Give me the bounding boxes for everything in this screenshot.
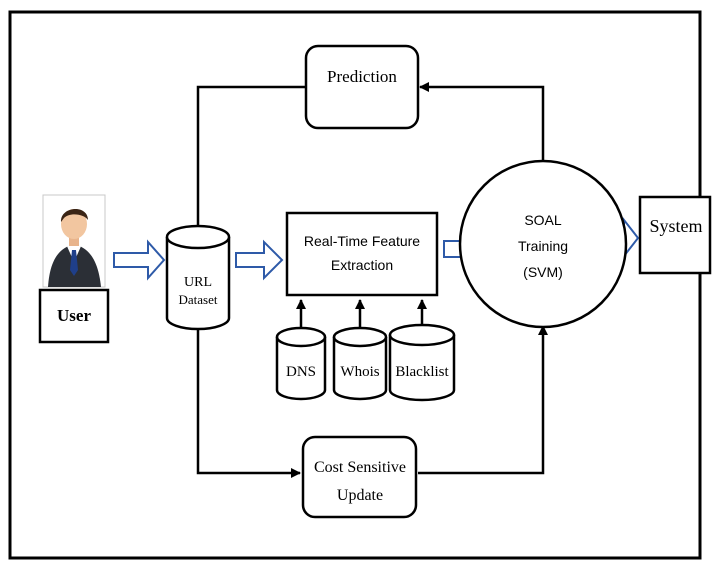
prediction-box: Prediction bbox=[304, 44, 420, 130]
source-whois-cylinder: Whois bbox=[332, 326, 388, 401]
dataset-to-extraction-arrow bbox=[235, 239, 284, 281]
url-dataset-label-line1: URL bbox=[184, 275, 212, 290]
source-dns-label: DNS bbox=[286, 364, 316, 380]
prediction-to-dataset-line bbox=[196, 85, 306, 225]
url-dataset-label-line2: Dataset bbox=[179, 292, 218, 307]
connectors bbox=[196, 82, 548, 478]
source-dns-cylinder: DNS bbox=[275, 326, 327, 401]
soal-label-line3: (SVM) bbox=[523, 264, 563, 280]
feature-extraction-box: Real-Time Feature Extraction bbox=[285, 211, 439, 297]
cost-update-label-line1: Cost Sensitive bbox=[314, 459, 406, 476]
soal-label-line1: SOAL bbox=[524, 212, 562, 228]
cost-update-to-soal-arrow bbox=[418, 325, 548, 475]
soal-training-circle: SOAL Training (SVM) bbox=[458, 159, 628, 329]
prediction-label: Prediction bbox=[327, 67, 397, 86]
soal-to-prediction-arrow bbox=[419, 82, 545, 162]
source-whois-label: Whois bbox=[340, 364, 379, 380]
cost-update-box: Cost Sensitive Update bbox=[301, 435, 418, 519]
system-box: System bbox=[638, 195, 712, 275]
source-blacklist-cylinder: Blacklist bbox=[388, 323, 456, 402]
url-dataset-cylinder: URL Dataset bbox=[165, 224, 231, 331]
feature-extraction-label-line1: Real-Time Feature bbox=[304, 233, 420, 249]
dataset-to-cost-update-arrow bbox=[196, 320, 301, 478]
diagram-frame bbox=[8, 10, 702, 560]
feature-extraction-label-line2: Extraction bbox=[331, 257, 393, 273]
user-label: User bbox=[57, 306, 91, 325]
user-node: User bbox=[38, 194, 110, 344]
user-to-dataset-arrow bbox=[113, 239, 166, 281]
system-label: System bbox=[649, 216, 702, 236]
source-blacklist-label: Blacklist bbox=[395, 364, 449, 380]
cost-update-label-line2: Update bbox=[337, 487, 383, 504]
soal-label-line2: Training bbox=[518, 238, 568, 254]
user-label-box bbox=[38, 288, 110, 344]
businessman-avatar-icon bbox=[48, 208, 101, 287]
